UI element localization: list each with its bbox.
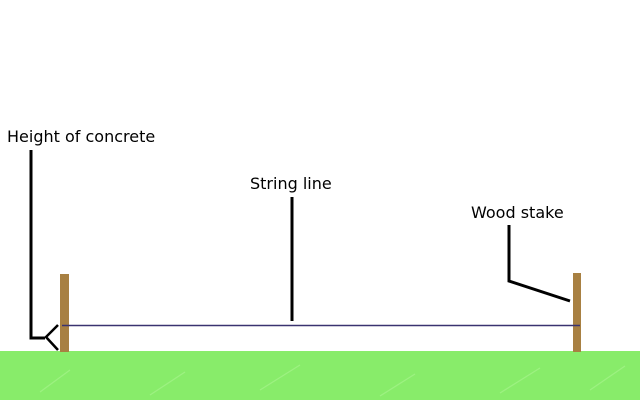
right-wood-stake <box>573 273 581 352</box>
string-line-label: String line <box>250 174 332 193</box>
wood-stake-pointer <box>507 225 571 303</box>
height-of-concrete-pointer <box>29 150 45 340</box>
left-wood-stake <box>60 274 69 352</box>
wood-stake-label: Wood stake <box>471 203 564 222</box>
ground-texture <box>39 364 626 397</box>
height-bracket <box>44 324 59 351</box>
ground <box>0 351 640 400</box>
height-of-concrete-label: Height of concrete <box>7 127 156 146</box>
